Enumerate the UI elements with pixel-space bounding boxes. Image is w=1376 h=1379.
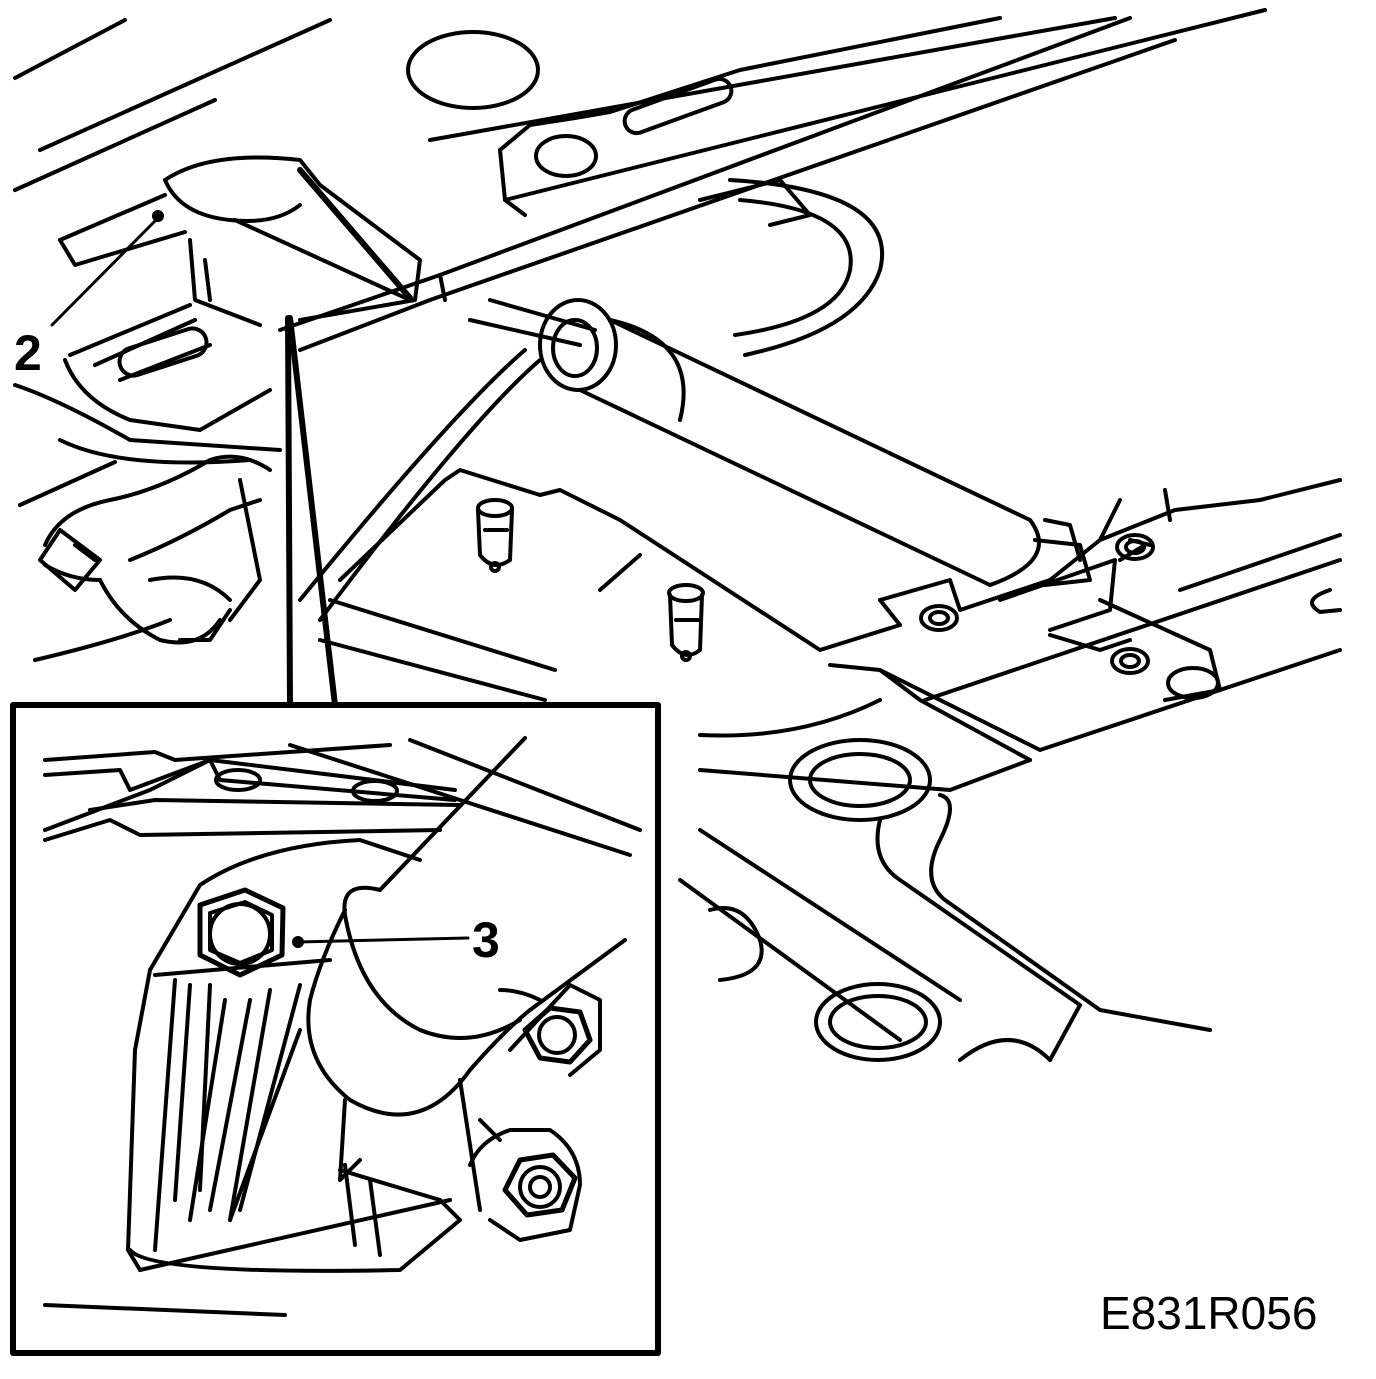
callout-label-2: 2 xyxy=(14,325,42,381)
seat-bracket xyxy=(13,155,422,465)
inset-detail xyxy=(43,736,642,1317)
leader-line-3 xyxy=(292,936,470,948)
stud-fastener-right xyxy=(667,583,705,662)
floor-oval-hole-top xyxy=(406,30,540,110)
inset-frame xyxy=(10,702,661,1356)
floor-panel-right xyxy=(678,533,1342,1062)
support-arc xyxy=(298,178,885,622)
floor-raised-panel xyxy=(498,16,1002,217)
inset-pointer xyxy=(285,315,338,708)
floor-tunnel xyxy=(318,468,1342,762)
floor-slot-top xyxy=(622,76,734,136)
wiring-harness xyxy=(33,454,272,662)
stud-fastener-left xyxy=(476,498,514,573)
figure-code: E831R056 xyxy=(1100,1287,1318,1339)
floor-panel-lines xyxy=(13,8,1267,507)
callout-label-3: 3 xyxy=(472,912,500,968)
leader-line-2 xyxy=(50,210,164,327)
strut-mount-bracket xyxy=(878,478,1342,702)
gas-strut-main xyxy=(468,298,1092,587)
bracket-slot xyxy=(117,326,209,378)
